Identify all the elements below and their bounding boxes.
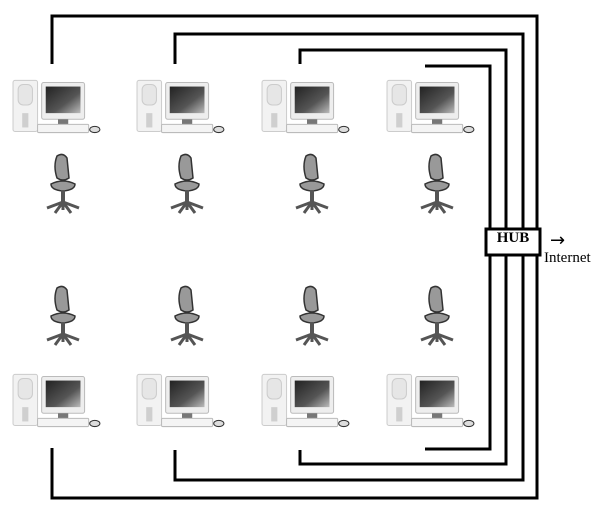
chair-icon [294, 152, 330, 215]
chair-icon [45, 152, 81, 215]
cable-top-1 [50, 14, 539, 500]
cable-top-2 [173, 32, 525, 482]
chair-icon [419, 152, 455, 215]
cable-top-4 [425, 64, 492, 451]
bottom-row-chairs [45, 284, 455, 347]
hub-label: HUB [496, 230, 530, 246]
chair-icon [45, 284, 81, 347]
chair-icon [169, 152, 205, 215]
computer-icon [386, 373, 475, 428]
computer-icon [261, 373, 350, 428]
computer-icon [12, 79, 101, 134]
top-row-chairs [45, 152, 455, 215]
chair-icon [169, 284, 205, 347]
computer-icon [12, 373, 101, 428]
internet-label: Internet [544, 250, 591, 266]
top-row-computers [12, 79, 475, 134]
computer-icon [261, 79, 350, 134]
arrow-right-icon: → [550, 230, 566, 251]
chair-icon [294, 284, 330, 347]
computer-icon [136, 79, 225, 134]
hub-box [484, 227, 542, 257]
chair-icon [419, 284, 455, 347]
computer-icon [136, 373, 225, 428]
cables [50, 14, 539, 500]
cable-top-3 [298, 48, 508, 466]
bottom-row-computers [12, 373, 475, 428]
computer-icon [386, 79, 475, 134]
